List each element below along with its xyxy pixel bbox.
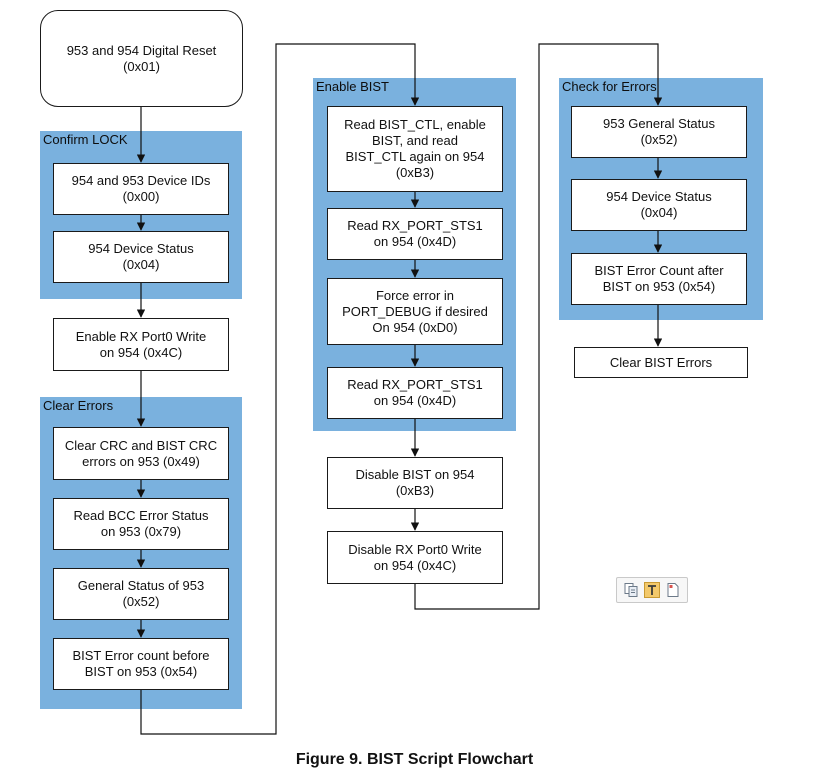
step-read-rx-port-sts-2: Read RX_PORT_STS1 on 954 (0x4D)	[327, 367, 503, 419]
group-title-check-errors: Check for Errors	[562, 79, 657, 94]
figure-caption: Figure 9. BIST Script Flowchart	[295, 751, 534, 768]
wire-col1-to-col2	[140, 43, 420, 735]
step-bist-count-after: BIST Error Count after BIST on 953 (0x54…	[571, 253, 747, 305]
step-bist-count-before: BIST Error count before BIST on 953 (0x5…	[53, 638, 229, 690]
step-read-bist-ctl: Read BIST_CTL, enable BIST, and read BIS…	[327, 106, 503, 192]
step-device-ids: 954 and 953 Device IDs (0x00)	[53, 163, 229, 215]
page-icon[interactable]	[665, 582, 681, 598]
floating-toolbar	[616, 577, 688, 603]
step-clear-crc: Clear CRC and BIST CRC errors on 953 (0x…	[53, 427, 229, 480]
text-icon[interactable]	[643, 582, 660, 598]
group-title-enable-bist: Enable BIST	[316, 79, 389, 94]
step-general-status: General Status of 953 (0x52)	[53, 568, 229, 620]
step-953-general-status: 953 General Status (0x52)	[571, 106, 747, 158]
step-read-rx-port-sts-1: Read RX_PORT_STS1 on 954 (0x4D)	[327, 208, 503, 260]
step-digital-reset: 953 and 954 Digital Reset (0x01)	[40, 10, 243, 107]
step-disable-bist: Disable BIST on 954 (0xB3)	[327, 457, 503, 509]
group-title-clear-errors: Clear Errors	[43, 398, 114, 413]
step-enable-rx-write: Enable RX Port0 Write on 954 (0x4C)	[53, 318, 229, 371]
step-device-status: 954 Device Status (0x04)	[53, 231, 229, 283]
step-read-bcc: Read BCC Error Status on 953 (0x79)	[53, 498, 229, 550]
wire-col2-to-col3	[414, 43, 663, 610]
copy-icon[interactable]	[623, 582, 639, 598]
group-title-confirm-lock: Confirm LOCK	[43, 132, 128, 147]
step-disable-rx-write: Disable RX Port0 Write on 954 (0x4C)	[327, 531, 503, 584]
step-954-device-status: 954 Device Status (0x04)	[571, 179, 747, 231]
step-force-error: Force error in PORT_DEBUG if desired On …	[327, 278, 503, 345]
step-clear-bist-errors: Clear BIST Errors	[574, 347, 748, 378]
